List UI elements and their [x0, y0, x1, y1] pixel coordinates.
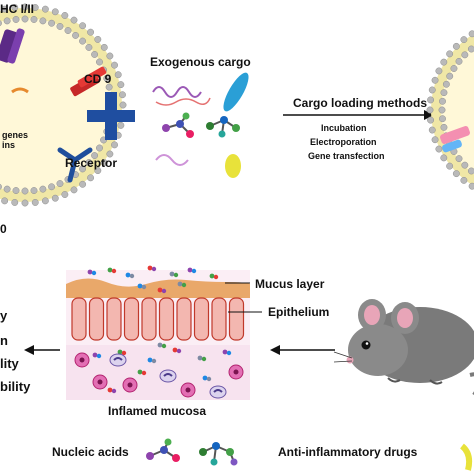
legend-drug-icon	[459, 443, 473, 471]
mucosa-panel	[66, 265, 262, 400]
mouse-icon	[333, 299, 474, 395]
legend-molecule-icon-1	[146, 438, 180, 462]
left-fragment-4: bility	[0, 379, 31, 394]
arrow-mucosa-to-left	[24, 345, 60, 355]
loaded-cargo-icon	[440, 126, 470, 144]
rna-fragment-icon	[11, 87, 29, 94]
yellow-vesicle-icon	[225, 154, 241, 178]
receptor-label: Receptor	[65, 156, 118, 170]
arrow-mouse-to-mucosa	[270, 345, 335, 355]
rna-strand-icon	[152, 86, 202, 98]
legend-molecule-icon-2	[199, 442, 238, 466]
plus-icon	[87, 92, 135, 140]
loading-arrow	[283, 110, 434, 120]
inner-text-1: genes	[2, 130, 29, 140]
loading-title: Cargo loading methods	[293, 96, 428, 110]
inner-text-2: ins	[2, 140, 16, 150]
bottom-fragment: 0	[0, 222, 7, 236]
method-gene-transfection: Gene transfection	[308, 151, 385, 161]
left-fragment-2: n	[0, 333, 8, 348]
epithelium-cells	[71, 297, 245, 341]
legend-nucleic-acids: Nucleic acids	[52, 445, 129, 459]
mucosa-caption: Inflamed mucosa	[108, 404, 207, 418]
cd9-protein-2	[77, 66, 107, 88]
dna-strand-icon	[155, 97, 211, 106]
loaded-cargo-icon-2	[442, 139, 462, 153]
mhc-protein	[0, 29, 18, 63]
cargo-title: Exogenous cargo	[150, 55, 251, 69]
mucus-label: Mucus layer	[255, 277, 325, 291]
left-fragment-3: lity	[0, 356, 19, 371]
left-fragment-1: y	[0, 308, 8, 323]
cargo-items	[152, 72, 249, 178]
cd9-label: CD 9	[84, 72, 112, 86]
epithelium-label: Epithelium	[268, 305, 330, 319]
exosome-particles	[87, 265, 232, 394]
molecule-icon-1	[162, 112, 194, 138]
capsule-icon	[223, 72, 249, 112]
exosome-right	[426, 30, 474, 190]
immune-cells	[74, 352, 244, 399]
method-electroporation: Electroporation	[310, 137, 377, 147]
mucus-layer	[66, 278, 250, 298]
exosome-left	[0, 3, 127, 207]
method-incubation: Incubation	[321, 123, 367, 133]
molecule-icon-2	[206, 116, 240, 138]
mhc-label: HC I/II	[0, 2, 35, 16]
receptor-icon	[57, 147, 93, 183]
legend-anti-inflammatory: Anti-inflammatory drugs	[278, 445, 418, 459]
mirna-icon	[155, 154, 189, 166]
mhc-protein-2	[7, 28, 25, 64]
